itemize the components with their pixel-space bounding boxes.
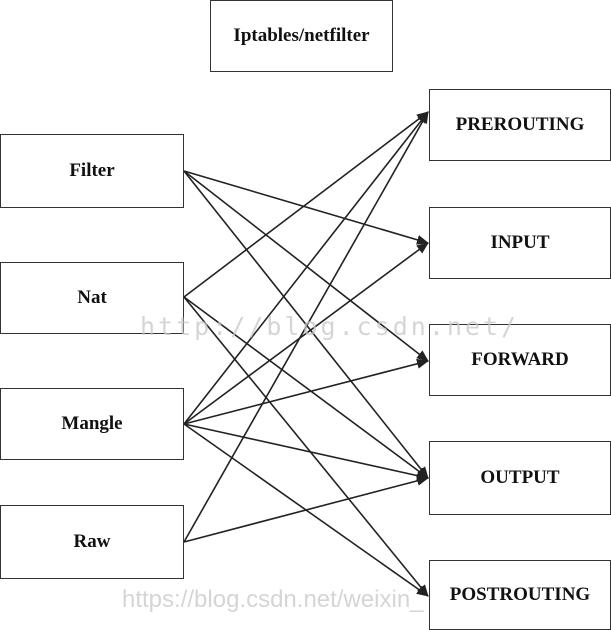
diagram-title-box: Iptables/netfilter <box>210 0 393 72</box>
chain-box-output: OUTPUT <box>429 441 611 515</box>
chain-label-prerouting: PREROUTING <box>455 114 585 135</box>
table-box-filter: Filter <box>0 134 184 208</box>
chain-label-postrouting: POSTROUTING <box>449 584 591 605</box>
chain-box-input: INPUT <box>429 207 611 279</box>
arrow-nat-to-postrouting <box>183 296 429 597</box>
chain-label-output: OUTPUT <box>480 467 560 488</box>
arrow-mangle-to-forward <box>183 358 429 425</box>
arrow-mangle-to-input <box>183 242 429 425</box>
arrow-raw-to-output <box>183 475 429 543</box>
chain-box-forward: FORWARD <box>429 324 611 396</box>
chain-box-postrouting: POSTROUTING <box>429 560 611 630</box>
arrow-filter-to-input <box>183 170 429 245</box>
table-box-nat: Nat <box>0 262 184 334</box>
arrow-filter-to-forward <box>183 170 429 362</box>
table-label-mangle: Mangle <box>61 413 123 434</box>
arrow-mangle-to-output <box>183 423 429 481</box>
arrow-filter-to-output <box>183 170 429 479</box>
diagram-title: Iptables/netfilter <box>233 25 370 46</box>
table-box-raw: Raw <box>0 505 184 579</box>
arrow-nat-to-prerouting <box>183 111 429 298</box>
table-label-nat: Nat <box>77 287 107 308</box>
arrow-mangle-to-prerouting <box>183 111 429 425</box>
chain-box-prerouting: PREROUTING <box>429 89 611 161</box>
chain-label-input: INPUT <box>490 232 550 253</box>
table-label-filter: Filter <box>69 160 115 181</box>
arrow-nat-to-output <box>183 296 429 479</box>
table-label-raw: Raw <box>73 531 111 552</box>
table-box-mangle: Mangle <box>0 388 184 460</box>
chain-label-forward: FORWARD <box>471 349 569 370</box>
arrow-raw-to-prerouting <box>183 111 429 543</box>
